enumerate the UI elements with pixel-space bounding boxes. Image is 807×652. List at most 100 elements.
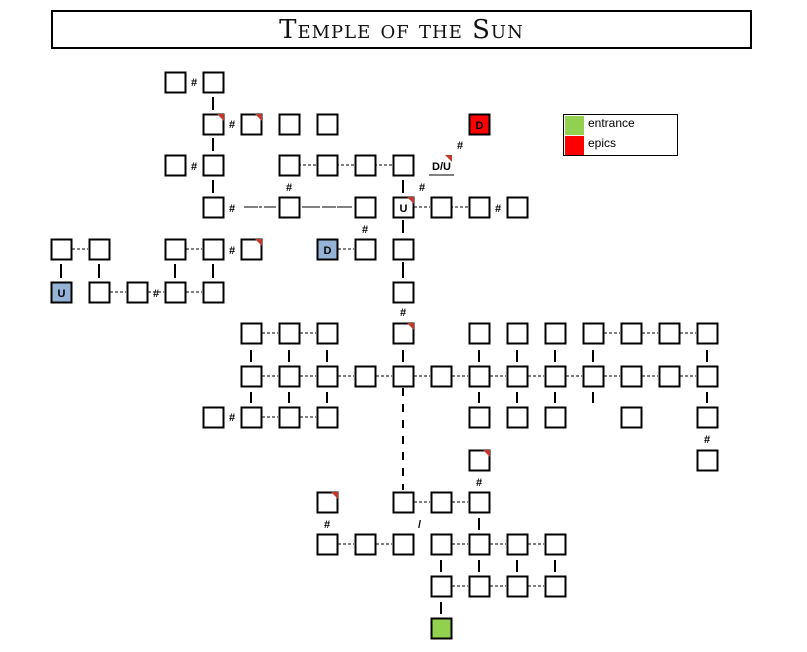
- room-74: [316, 533, 339, 556]
- room-54: [544, 365, 567, 388]
- room-14: [202, 196, 225, 219]
- legend-item-epics: epics: [564, 135, 677, 155]
- room-33: [202, 281, 225, 304]
- room-3: [240, 113, 263, 136]
- room-27: [354, 238, 377, 261]
- room-19: [468, 196, 491, 219]
- room-2: [202, 113, 225, 136]
- room-70: [316, 491, 339, 514]
- room-46: [240, 365, 263, 388]
- room-18: [430, 196, 453, 219]
- room-37: [316, 322, 339, 345]
- secret-door-10: #: [495, 203, 501, 215]
- room-22: [88, 238, 111, 261]
- room-21: [50, 238, 73, 261]
- room-35: [240, 322, 263, 345]
- room-24: [202, 238, 225, 261]
- room-20: [506, 196, 529, 219]
- room-69: [696, 449, 719, 472]
- room-29: [50, 281, 73, 304]
- room-marker-17: [407, 197, 414, 204]
- room-40: [506, 322, 529, 345]
- legend-item-entrance: entrance: [564, 115, 677, 135]
- title-box: Temple of the Sun: [51, 10, 752, 49]
- room-76: [392, 533, 415, 556]
- room-7: [164, 154, 187, 177]
- room-38: [392, 322, 415, 345]
- room-17: [392, 196, 415, 219]
- secret-door-4: #: [286, 182, 292, 194]
- map-title: Temple of the Sun: [279, 14, 524, 45]
- room-66: [620, 406, 643, 429]
- slope-marker: /: [418, 519, 421, 531]
- secret-door-2: #: [191, 161, 197, 173]
- legend-label-entrance: entrance: [588, 116, 635, 130]
- room-83: [506, 575, 529, 598]
- room-85: [430, 617, 453, 640]
- room-39: [468, 322, 491, 345]
- room-78: [468, 533, 491, 556]
- room-43: [620, 322, 643, 345]
- room-36: [278, 322, 301, 345]
- room-label-13: D/U: [432, 161, 451, 173]
- room-61: [278, 406, 301, 429]
- secret-door-6: #: [153, 288, 159, 300]
- room-48: [316, 365, 339, 388]
- room-marker-38: [407, 323, 414, 330]
- room-56: [620, 365, 643, 388]
- room-67: [696, 406, 719, 429]
- room-51: [430, 365, 453, 388]
- room-57: [658, 365, 681, 388]
- secret-door-8: #: [419, 182, 425, 194]
- room-80: [544, 533, 567, 556]
- room-75: [354, 533, 377, 556]
- room-marker-70: [331, 492, 338, 499]
- room-42: [582, 322, 605, 345]
- room-26: [316, 238, 339, 261]
- room-23: [164, 238, 187, 261]
- room-60: [240, 406, 263, 429]
- room-0: [164, 71, 187, 94]
- room-15: [278, 196, 301, 219]
- room-11: [354, 154, 377, 177]
- room-81: [430, 575, 453, 598]
- room-label-17: U: [400, 203, 408, 215]
- secret-door-15: #: [324, 519, 330, 531]
- room-52: [468, 365, 491, 388]
- legend-swatch-entrance: [565, 116, 584, 135]
- secret-door-3: #: [229, 203, 235, 215]
- room-10: [316, 154, 339, 177]
- room-6: [468, 113, 491, 136]
- secret-door-7: #: [362, 224, 368, 236]
- room-63: [468, 406, 491, 429]
- room-16: [354, 196, 377, 219]
- room-82: [468, 575, 491, 598]
- room-8: [202, 154, 225, 177]
- secret-door-12: #: [229, 412, 235, 424]
- room-marker-13: [445, 155, 452, 162]
- room-marker-2: [217, 114, 224, 121]
- secret-door-13: #: [704, 434, 710, 446]
- room-30: [88, 281, 111, 304]
- legend-label-epics: epics: [588, 136, 617, 150]
- legend-swatch-epics: [565, 136, 584, 155]
- room-marker-25: [255, 239, 262, 246]
- room-32: [164, 281, 187, 304]
- room-72: [430, 491, 453, 514]
- room-12: [392, 154, 415, 177]
- legend: entrance epics: [563, 114, 678, 156]
- room-79: [506, 533, 529, 556]
- room-49: [354, 365, 377, 388]
- room-1: [202, 71, 225, 94]
- room-41: [544, 322, 567, 345]
- room-25: [240, 238, 263, 261]
- room-50: [392, 365, 415, 388]
- room-9: [278, 154, 301, 177]
- secret-door-14: #: [476, 477, 482, 489]
- room-label-26: D: [324, 245, 332, 257]
- secret-door-11: #: [400, 307, 406, 319]
- room-marker-68: [483, 450, 490, 457]
- room-64: [506, 406, 529, 429]
- room-marker-3: [255, 114, 262, 121]
